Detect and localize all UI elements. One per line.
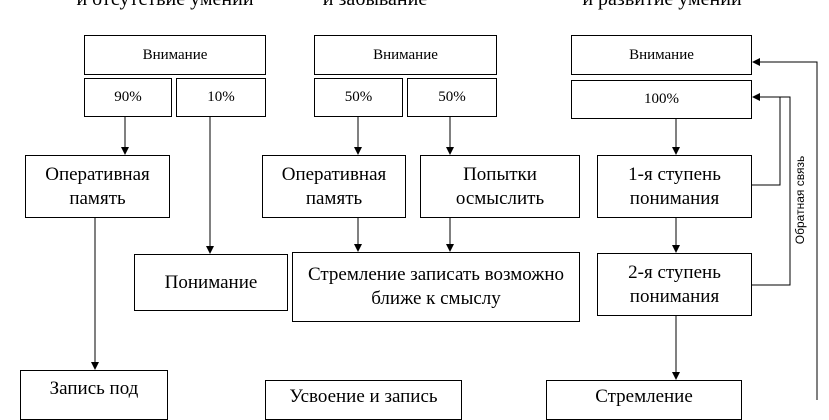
col1-percent-90: 90%	[84, 78, 172, 117]
col2-attention-box: Внимание	[314, 35, 497, 75]
column-header-1: и отсутствие умений	[76, 0, 253, 11]
col2-assimilation-box: Усвоение и запись	[265, 380, 462, 420]
col2-percent-50-b: 50%	[407, 78, 497, 117]
feedback-label: Обратная связь	[793, 155, 807, 245]
column-header-3: и развитие умений	[582, 0, 741, 11]
col1-record-box: Запись под	[20, 370, 168, 420]
col1-understanding-box: Понимание	[134, 254, 288, 311]
column-header-2: и забывание	[323, 0, 427, 11]
col1-working-memory-box: Оперативная память	[25, 155, 170, 218]
col1-attention-box: Внимание	[84, 35, 266, 75]
col3-attention-box: Внимание	[571, 35, 752, 75]
col2-percent-50-a: 50%	[314, 78, 403, 117]
col1-percent-10: 10%	[176, 78, 266, 117]
col3-strive-box: Стремление	[546, 380, 742, 420]
col2-strive-box: Стремление записать возможно ближе к смы…	[292, 252, 580, 322]
connector-arrows	[91, 58, 818, 400]
col3-percent-100: 100%	[571, 80, 752, 119]
col3-step2-box: 2-я ступень понимания	[597, 253, 752, 316]
col3-step1-box: 1-я ступень понимания	[597, 155, 752, 218]
col2-attempts-box: Попытки осмыслить	[420, 155, 580, 218]
col2-working-memory-box: Оперативная память	[262, 155, 406, 218]
